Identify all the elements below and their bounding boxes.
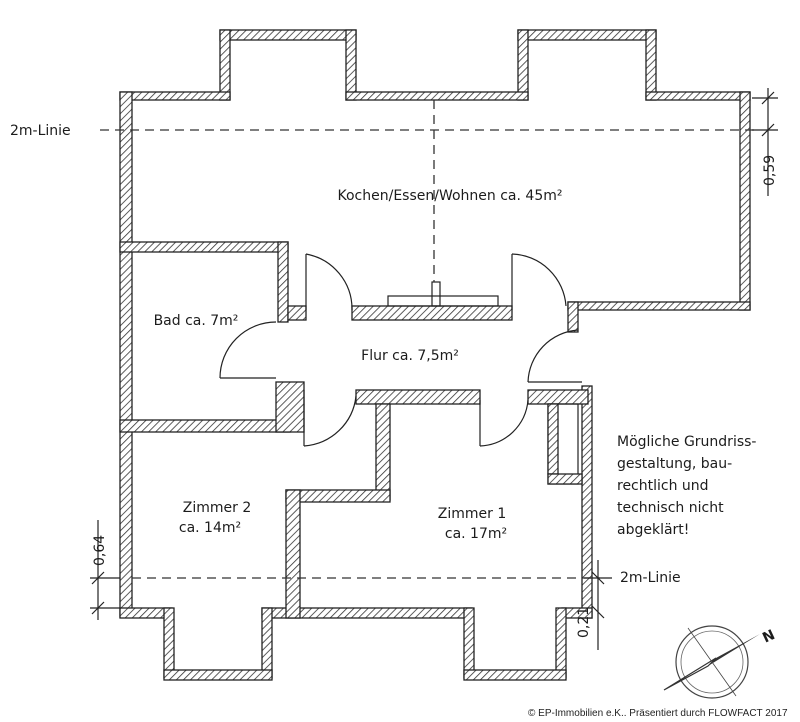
kitchen-label: Kochen/Essen/Wohnen ca. 45m² — [338, 188, 563, 204]
copyright-text: © EP-Immobilien e.K.. Präsentiert durch … — [528, 708, 788, 719]
compass-north-label: N — [760, 627, 777, 646]
two-m-line-label-top: 2m-Linie — [10, 123, 71, 139]
note-line-5: abgeklärt! — [617, 522, 689, 538]
note-line-1: Mögliche Grundriss- — [617, 434, 756, 450]
dim-top-right: 0,59 — [762, 155, 778, 186]
note-line-3: rechtlich und — [617, 478, 709, 494]
note-line-4: technisch nicht — [617, 500, 724, 516]
inner-walls — [119, 241, 589, 619]
room2-name: Zimmer 2 — [183, 500, 251, 516]
note-line-2: gestaltung, bau- — [617, 456, 732, 472]
dim-left: 0,64 — [92, 535, 108, 566]
two-m-line-label-right: 2m-Linie — [620, 570, 681, 586]
doors — [219, 100, 582, 447]
room2-area: ca. 14m² — [179, 520, 241, 536]
outer-walls — [119, 29, 751, 681]
compass-icon — [663, 625, 760, 699]
room1-name: Zimmer 1 — [438, 506, 506, 522]
room1-area: ca. 17m² — [445, 526, 507, 542]
dim-bottom-right: 0,21 — [576, 607, 592, 638]
dimension-lines — [90, 88, 778, 650]
hall-label: Flur ca. 7,5m² — [361, 348, 459, 364]
bath-label: Bad ca. 7m² — [154, 313, 239, 329]
